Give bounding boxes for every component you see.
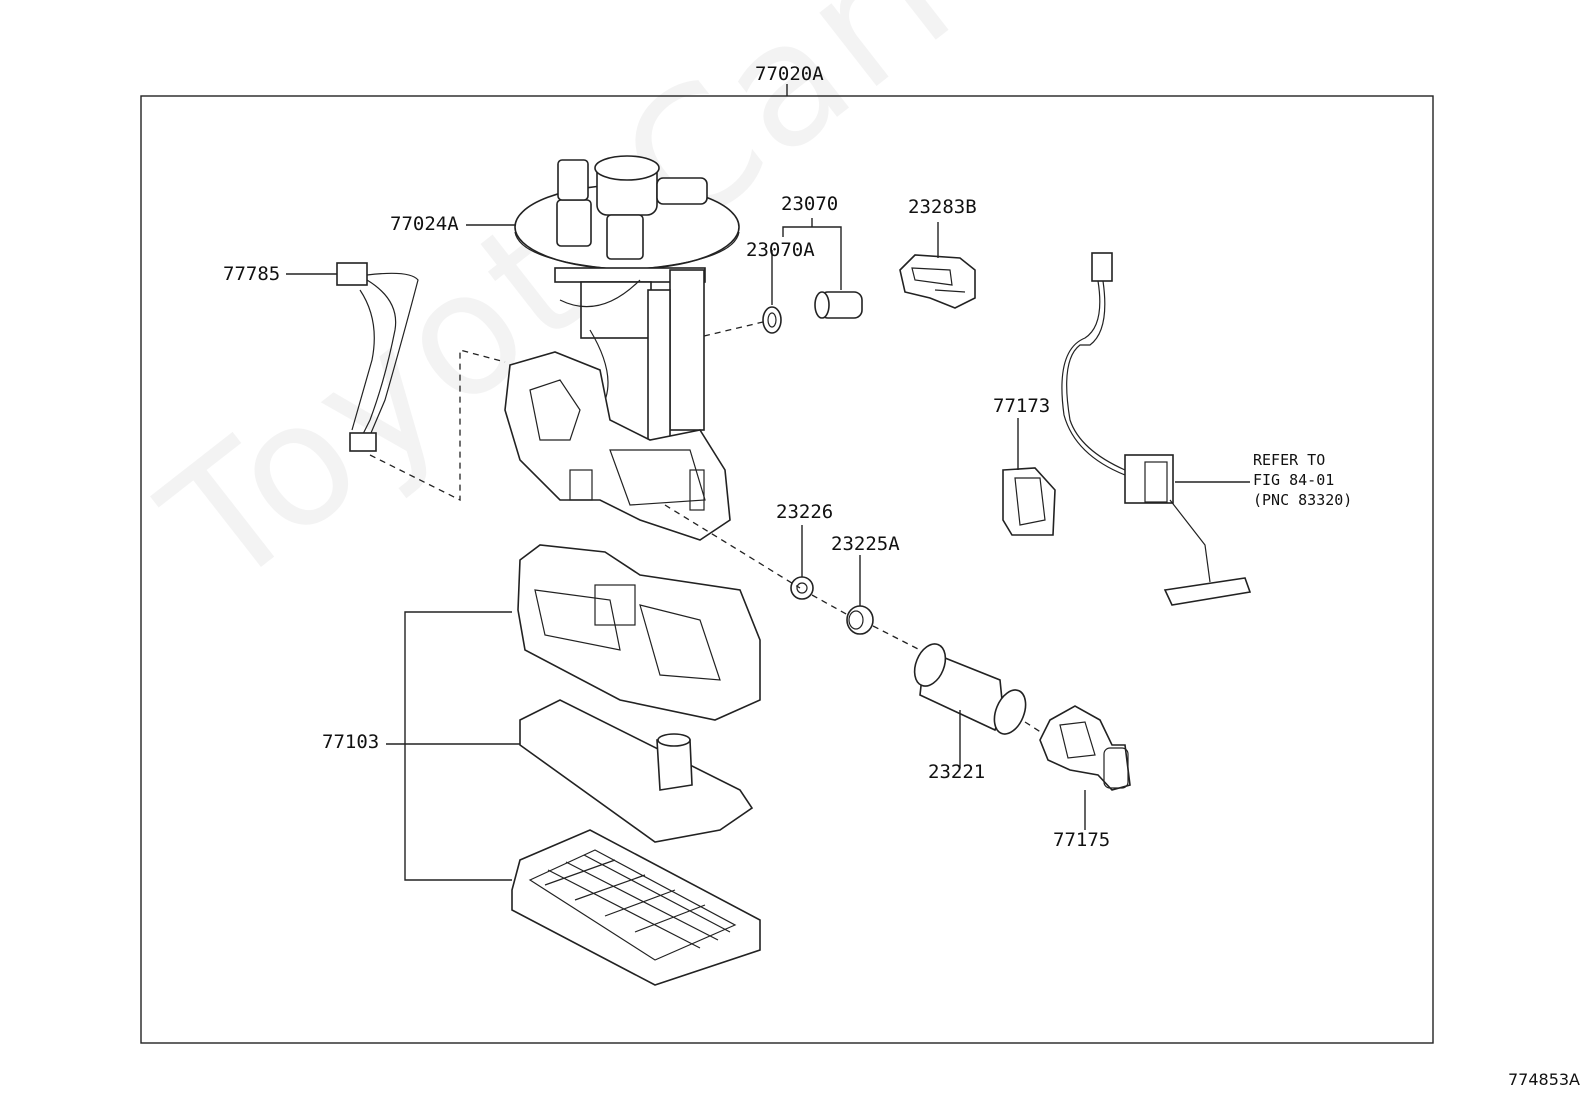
part-label-23070: 23070 xyxy=(781,193,839,215)
fuel-filter-77103 xyxy=(519,699,754,843)
part-label-77024A: 77024A xyxy=(390,213,459,235)
gasket-23070A xyxy=(762,306,782,334)
part-label-77103: 77103 xyxy=(322,731,380,753)
assembly-label: 77020A xyxy=(755,63,824,85)
spacer-23225A xyxy=(846,605,874,635)
part-label-23225A: 23225A xyxy=(831,533,900,555)
fuel-sender-gauge xyxy=(1061,252,1252,606)
part-label-77173: 77173 xyxy=(993,395,1051,417)
clip-77173 xyxy=(1002,467,1056,536)
part-label-23283B: 23283B xyxy=(908,196,977,218)
check-valve-23070 xyxy=(814,291,863,319)
part-label-23070A: 23070A xyxy=(746,239,815,261)
reference-note-line1: REFER TO xyxy=(1253,451,1326,469)
fuel-pump-23221 xyxy=(913,643,1027,735)
part-label-77175: 77175 xyxy=(1053,829,1111,851)
bracket-23283B xyxy=(899,254,976,309)
reference-note-line3: (PNC 83320) xyxy=(1253,491,1353,509)
strainer-77103 xyxy=(511,829,761,986)
part-label-23221: 23221 xyxy=(928,761,986,783)
figure-id: 774853A xyxy=(1507,1070,1580,1089)
fuel-pump-carrier-77024A xyxy=(504,155,740,541)
wire-harness-77785 xyxy=(336,262,419,452)
holder-77175 xyxy=(1039,705,1131,791)
sub-tank-77103 xyxy=(517,544,761,721)
part-label-77785: 77785 xyxy=(223,263,281,285)
reference-note-line2: FIG 84-01 xyxy=(1253,471,1335,489)
gasket-23226 xyxy=(790,576,814,600)
part-label-23226: 23226 xyxy=(776,501,834,523)
